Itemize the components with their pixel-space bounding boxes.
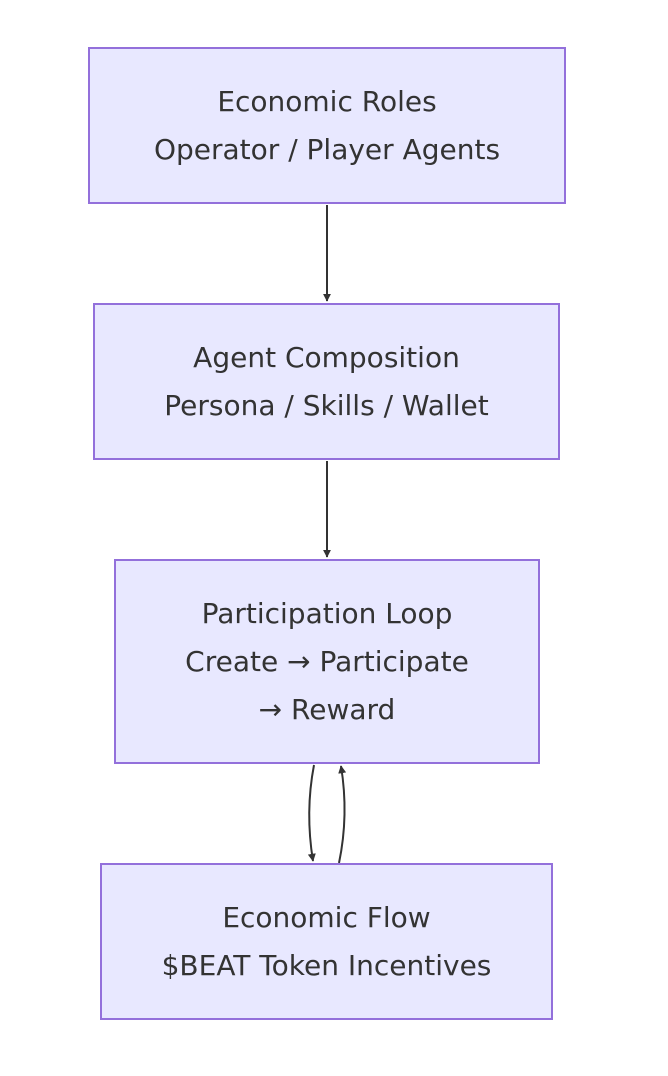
node-economic-flow-subtitle: $BEAT Token Incentives — [161, 948, 492, 982]
node-participation-loop-line-3: → Reward — [258, 692, 396, 726]
node-economic-roles: Economic Roles Operator / Player Agents — [88, 47, 566, 204]
edge-flow-to-loop — [338, 765, 347, 864]
node-participation-loop: Participation Loop Create → Participate … — [114, 559, 540, 764]
node-economic-roles-title: Economic Roles — [217, 84, 437, 118]
node-agent-composition-title: Agent Composition — [193, 340, 460, 374]
node-participation-loop-line-2: Create → Participate — [185, 644, 469, 678]
node-participation-loop-title: Participation Loop — [201, 596, 453, 630]
edge-loop-to-flow — [307, 764, 316, 862]
node-agent-composition: Agent Composition Persona / Skills / Wal… — [93, 303, 560, 460]
node-agent-composition-subtitle: Persona / Skills / Wallet — [164, 388, 489, 422]
node-economic-roles-subtitle: Operator / Player Agents — [153, 132, 501, 166]
node-economic-flow-title: Economic Flow — [222, 900, 431, 934]
node-economic-flow: Economic Flow $BEAT Token Incentives — [100, 863, 553, 1020]
